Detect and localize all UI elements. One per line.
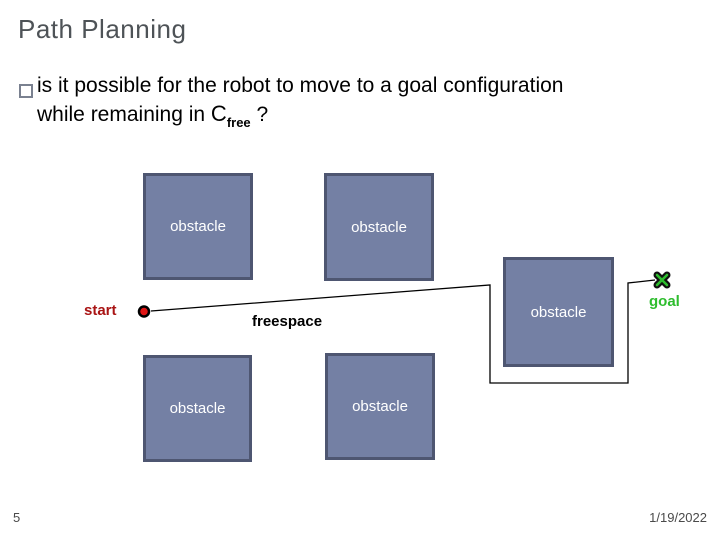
obstacle-label: obstacle <box>170 218 226 235</box>
goal-marker-x-icon <box>655 273 669 287</box>
start-marker-dot <box>137 305 151 318</box>
page-number: 5 <box>13 510 21 525</box>
obstacle-label: obstacle <box>169 400 226 417</box>
obstacle-label: obstacle <box>352 398 408 415</box>
obstacle-box-bottom-left: obstacle <box>143 355 252 462</box>
bullet-square-icon <box>19 84 33 98</box>
bullet-question: is it possible for the robot to move to … <box>37 72 713 129</box>
start-label: start <box>84 302 117 319</box>
question-line2-prefix: while remaining in <box>37 103 211 126</box>
question-line1: is it possible for the robot to move to … <box>37 74 564 97</box>
slide-date: 1/19/2022 <box>649 510 707 525</box>
slide-title: Path Planning <box>18 14 187 44</box>
obstacle-label: obstacle <box>530 303 587 321</box>
goal-marker-x-outline <box>653 271 671 289</box>
obstacle-box-right: obstacle <box>503 257 614 367</box>
obstacle-box-top-left: obstacle <box>143 173 253 280</box>
obstacle-box-bottom-middle: obstacle <box>325 353 435 460</box>
freespace-label: freespace <box>252 313 323 330</box>
cfree-symbol: C <box>210 101 227 126</box>
obstacle-box-top-middle: obstacle <box>324 173 434 281</box>
goal-label: goal <box>649 293 680 310</box>
question-suffix: ? <box>250 103 269 126</box>
obstacle-label: obstacle <box>351 218 407 236</box>
cfree-subscript: free <box>226 115 251 130</box>
